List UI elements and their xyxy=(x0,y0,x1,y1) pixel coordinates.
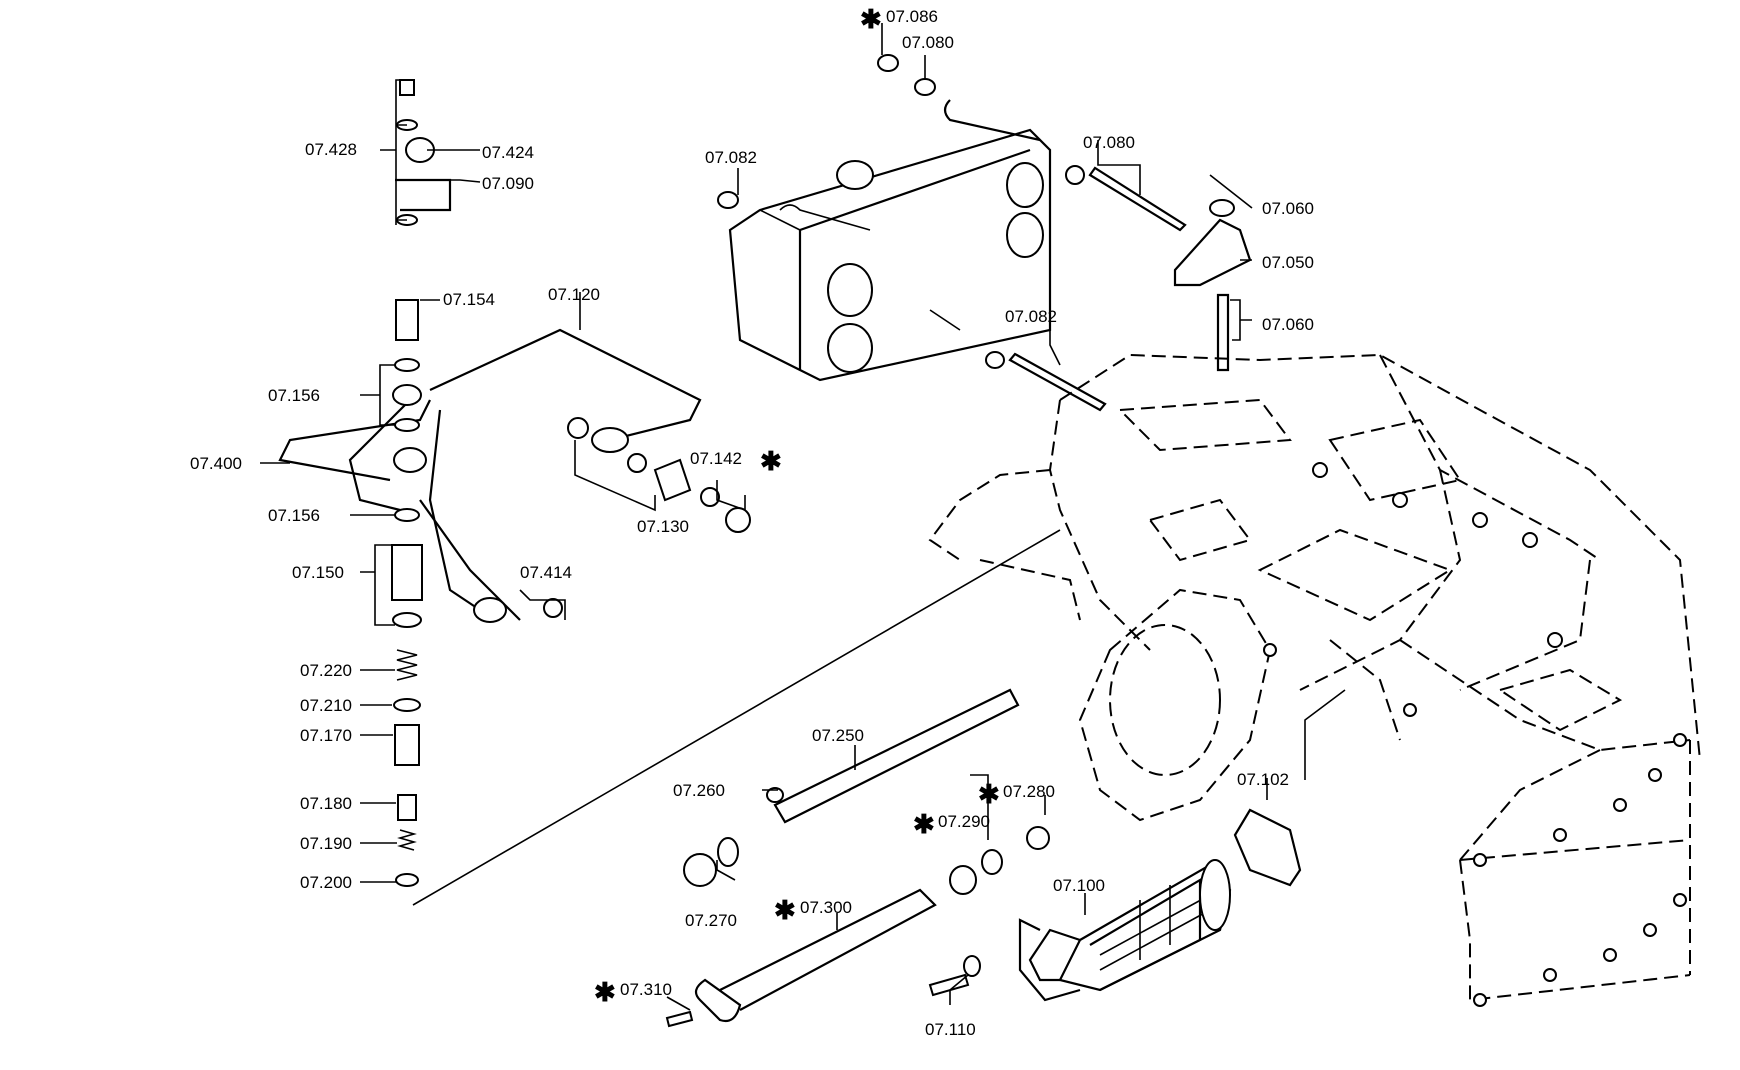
label-07-080-a: 07.080 xyxy=(902,33,954,52)
label-07-414: 07.414 xyxy=(520,563,572,582)
label-07-170: 07.170 xyxy=(300,726,352,745)
label-07-180: 07.180 xyxy=(300,794,352,813)
label-07-060-b: 07.060 xyxy=(1262,315,1314,334)
asterisk-07-290: ✱ xyxy=(913,809,935,839)
label-07-290: 07.290 xyxy=(938,812,990,831)
nut-07-060-top xyxy=(1209,199,1235,217)
label-07-100: 07.100 xyxy=(1053,876,1105,895)
shaft xyxy=(773,688,1020,824)
label-07-300: 07.300 xyxy=(800,898,852,917)
label-07-156-b: 07.156 xyxy=(268,506,320,525)
asterisk-07-280: ✱ xyxy=(978,779,1000,809)
label-07-086: 07.086 xyxy=(886,7,938,26)
label-07-050: 07.050 xyxy=(1262,253,1314,272)
label-07-154: 07.154 xyxy=(443,290,495,309)
label-07-260: 07.260 xyxy=(673,781,725,800)
asterisk-07-310: ✱ xyxy=(594,977,616,1007)
label-07-102: 07.102 xyxy=(1237,770,1289,789)
label-07-080-b: 07.080 xyxy=(1083,133,1135,152)
valve-stack xyxy=(391,299,423,887)
label-07-220: 07.220 xyxy=(300,661,352,680)
label-07-130: 07.130 xyxy=(637,517,689,536)
label-07-280: 07.280 xyxy=(1003,782,1055,801)
label-07-428: 07.428 xyxy=(305,140,357,159)
asterisk-07-086: ✱ xyxy=(860,4,882,34)
stud-07-060 xyxy=(1216,293,1230,372)
leader-lines xyxy=(260,23,1346,1011)
suction-pipe xyxy=(694,888,937,1023)
label-07-090: 07.090 xyxy=(482,174,534,193)
label-07-270: 07.270 xyxy=(685,911,737,930)
label-07-150: 07.150 xyxy=(292,563,344,582)
label-07-190: 07.190 xyxy=(300,834,352,853)
oil-cooler xyxy=(728,99,1052,382)
label-07-310: 07.310 xyxy=(620,980,672,999)
long-bolt-07-082 xyxy=(1008,352,1107,412)
label-07-082-b: 07.082 xyxy=(1005,307,1057,326)
gasket xyxy=(1233,808,1302,887)
mounting-bracket xyxy=(1173,218,1252,287)
label-07-110: 07.110 xyxy=(925,1020,976,1039)
transmission-housing xyxy=(928,353,1701,1007)
label-07-200: 07.200 xyxy=(300,873,352,892)
label-07-156-a: 07.156 xyxy=(268,386,320,405)
label-07-210: 07.210 xyxy=(300,696,352,715)
labels: 07.086 ✱ 07.080 07.082 07.080 07.060 07.… xyxy=(190,4,1314,1039)
small-parts xyxy=(543,54,1085,1028)
long-bolt-07-080 xyxy=(1088,166,1187,232)
label-07-120: 07.120 xyxy=(548,285,600,304)
label-07-060-a: 07.060 xyxy=(1262,199,1314,218)
bracket-group xyxy=(395,79,452,226)
label-07-400: 07.400 xyxy=(190,454,242,473)
label-07-424: 07.424 xyxy=(482,143,534,162)
oil-filter xyxy=(1018,859,1232,1002)
label-07-082-a: 07.082 xyxy=(705,148,757,167)
label-07-250: 07.250 xyxy=(812,726,864,745)
oil-pipes xyxy=(278,328,702,623)
asterisk-07-142: ✱ xyxy=(760,446,782,476)
label-07-142: 07.142 xyxy=(690,449,742,468)
asterisk-07-300: ✱ xyxy=(774,895,796,925)
